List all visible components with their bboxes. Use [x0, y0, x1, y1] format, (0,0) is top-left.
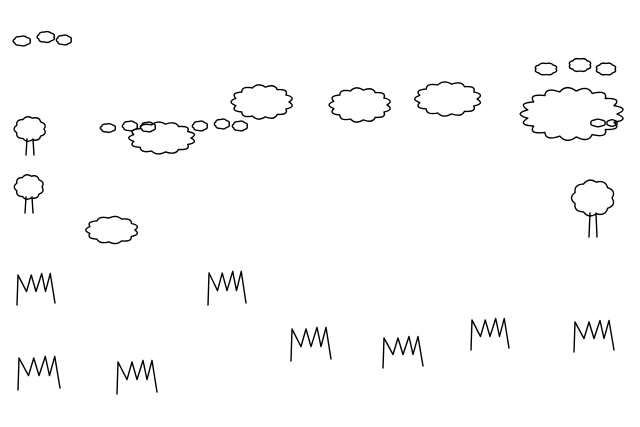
grass-tuft [382, 335, 424, 369]
cloud [191, 120, 209, 132]
grass-tuft [470, 317, 510, 351]
grass-tuft [16, 272, 56, 306]
cloud [36, 30, 56, 44]
cloud [595, 62, 617, 76]
cloud [55, 34, 73, 46]
cloud [519, 86, 624, 142]
grass-tuft [207, 270, 247, 306]
cloud [606, 119, 618, 127]
cloud [213, 118, 231, 130]
cloud [231, 120, 249, 132]
tree-trunk-line [588, 212, 591, 238]
cloud [414, 81, 482, 117]
cloud [128, 121, 196, 155]
tree-crown [13, 174, 44, 200]
tree-crown [570, 179, 615, 217]
cloud [328, 87, 391, 123]
tree [13, 174, 44, 214]
tree-trunk-line [595, 212, 598, 238]
cloud [534, 62, 558, 76]
grass-tuft [17, 355, 61, 391]
tree [13, 116, 46, 156]
grass-tuft [573, 319, 615, 353]
tree [570, 179, 615, 238]
tree-trunk-line [31, 196, 34, 214]
tree-trunk-line [32, 138, 35, 156]
tree-trunk-line [25, 138, 28, 156]
grass-tuft [116, 359, 158, 395]
cloud [12, 35, 32, 47]
tree-trunk-line [24, 196, 27, 214]
cloud [568, 57, 592, 73]
cloud [590, 118, 606, 128]
cloud [230, 84, 293, 120]
tree-crown [13, 116, 46, 142]
cloud [85, 215, 139, 245]
cloud [99, 122, 117, 134]
grass-tuft [290, 326, 332, 362]
